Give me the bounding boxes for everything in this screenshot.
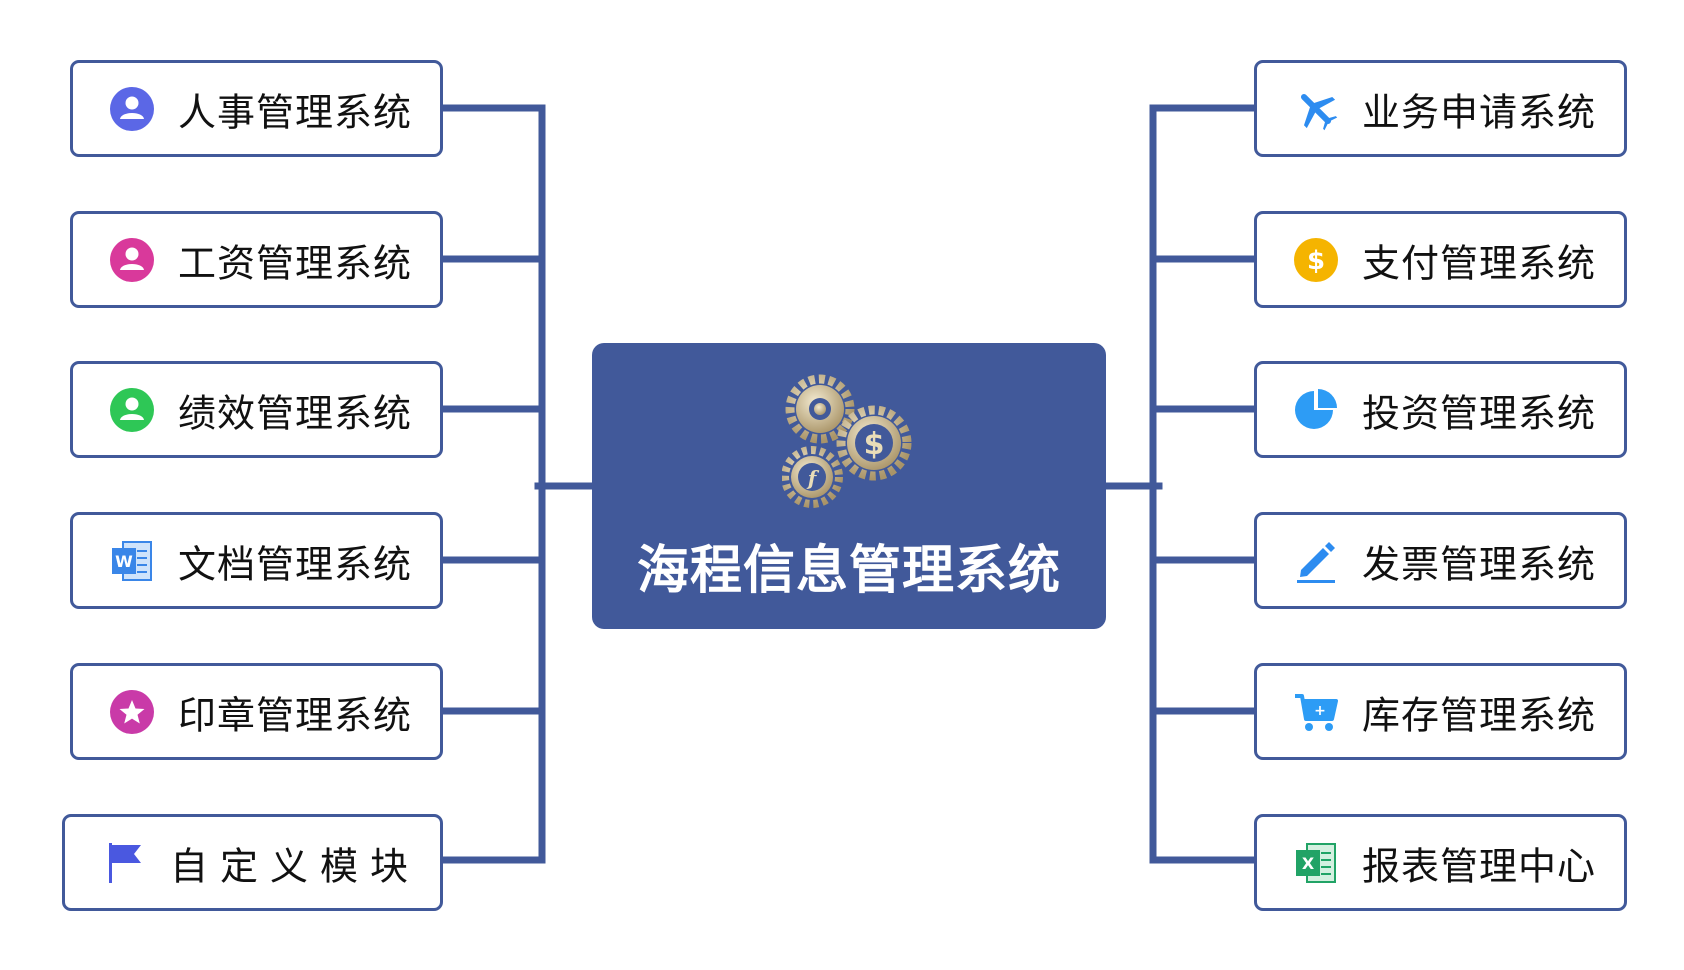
node-label: 报表管理中心 bbox=[1362, 844, 1597, 888]
svg-text:+: + bbox=[1314, 703, 1326, 719]
node-label: 自定义模块 bbox=[170, 844, 421, 888]
user-avatar-icon bbox=[109, 237, 155, 283]
node-label: 印章管理系统 bbox=[178, 693, 413, 737]
user-avatar-icon bbox=[109, 387, 155, 433]
node-label: 发票管理系统 bbox=[1362, 542, 1597, 586]
svg-text:$: $ bbox=[1307, 246, 1325, 276]
user-avatar-icon bbox=[109, 86, 155, 132]
node-label: 工资管理系统 bbox=[178, 241, 413, 285]
node-inventory-system[interactable]: + 库存管理系统 bbox=[1254, 663, 1627, 760]
center-title: 海程信息管理系统 bbox=[636, 541, 1061, 601]
svg-text:W: W bbox=[115, 552, 133, 571]
node-label: 支付管理系统 bbox=[1362, 241, 1597, 285]
node-invoice-system[interactable]: 发票管理系统 bbox=[1254, 512, 1627, 609]
dollar-coin-icon: $ bbox=[1293, 237, 1339, 283]
node-label: 业务申请系统 bbox=[1362, 90, 1597, 134]
node-label: 库存管理系统 bbox=[1362, 693, 1597, 737]
shopping-cart-icon: + bbox=[1293, 689, 1339, 735]
svg-text:f: f bbox=[806, 466, 820, 490]
node-hr-system[interactable]: 人事管理系统 bbox=[70, 60, 443, 157]
node-document-system[interactable]: W 文档管理系统 bbox=[70, 512, 443, 609]
flag-icon bbox=[101, 840, 147, 886]
node-business-request-system[interactable]: 业务申请系统 bbox=[1254, 60, 1627, 157]
airplane-icon bbox=[1293, 86, 1339, 132]
word-document-icon: W bbox=[109, 538, 155, 584]
svg-text:X: X bbox=[1302, 854, 1315, 873]
gears-dollar-icon: $ f bbox=[782, 374, 912, 508]
node-custom-module[interactable]: 自定义模块 bbox=[62, 814, 443, 911]
node-payroll-system[interactable]: 工资管理系统 bbox=[70, 211, 443, 308]
pie-chart-icon bbox=[1293, 387, 1339, 433]
node-label: 投资管理系统 bbox=[1362, 391, 1597, 435]
pencil-icon bbox=[1293, 538, 1339, 584]
node-label: 人事管理系统 bbox=[178, 90, 413, 134]
center-node[interactable]: $ f 海程信息管理系统 bbox=[592, 343, 1106, 629]
node-label: 绩效管理系统 bbox=[178, 391, 413, 435]
node-seal-system[interactable]: 印章管理系统 bbox=[70, 663, 443, 760]
excel-sheet-icon: X bbox=[1293, 840, 1339, 886]
node-investment-system[interactable]: 投资管理系统 bbox=[1254, 361, 1627, 458]
node-report-center[interactable]: X 报表管理中心 bbox=[1254, 814, 1627, 911]
node-payment-system[interactable]: $ 支付管理系统 bbox=[1254, 211, 1627, 308]
node-label: 文档管理系统 bbox=[178, 542, 413, 586]
svg-text:$: $ bbox=[864, 427, 885, 462]
node-performance-system[interactable]: 绩效管理系统 bbox=[70, 361, 443, 458]
star-badge-icon bbox=[109, 689, 155, 735]
